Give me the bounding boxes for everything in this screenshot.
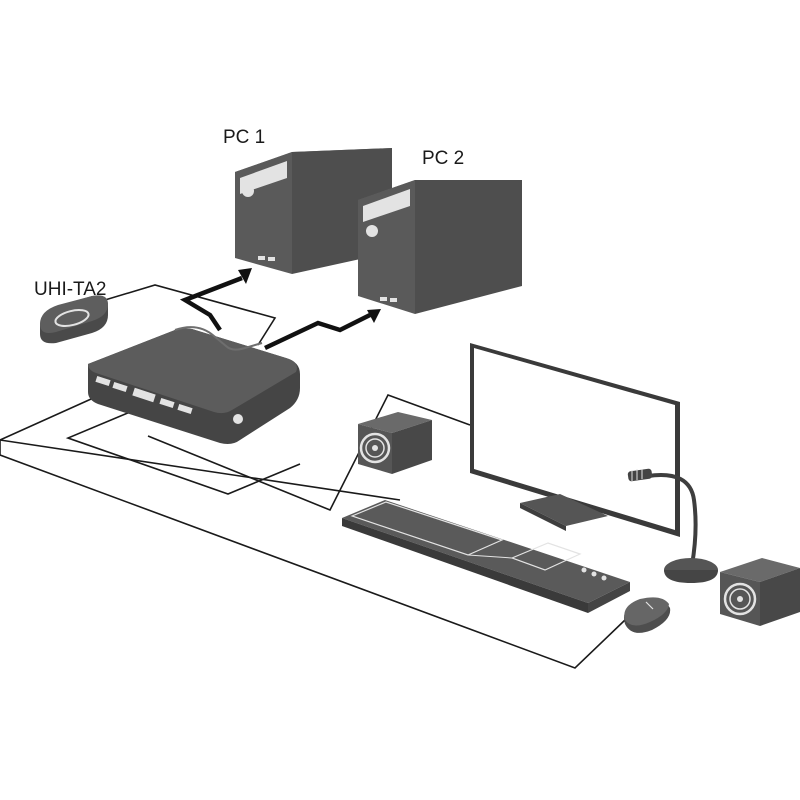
- speaker-left: [358, 412, 432, 474]
- cable-inner-loop: [65, 409, 301, 495]
- arrow-to-pc1: [238, 268, 252, 284]
- kvm-vga-port: [132, 387, 156, 403]
- kvm-switch: [88, 326, 300, 444]
- cable-outer-mouse-loop: [0, 440, 626, 669]
- keyboard-numpad: [510, 542, 582, 571]
- gooseneck-microphone: [627, 468, 718, 583]
- remote-button: [54, 309, 90, 327]
- uhi-ta2-remote: [40, 295, 108, 344]
- keyboard: [342, 500, 630, 613]
- pc1-power-button: [242, 185, 254, 197]
- monitor: [470, 343, 680, 537]
- mouse: [624, 597, 671, 633]
- usb-cable-pc1: [179, 275, 243, 332]
- arrow-to-pc2: [367, 309, 381, 323]
- monitor-screen: [474, 348, 675, 530]
- pc2-power-button: [366, 225, 378, 237]
- monitor-stand-base: [520, 494, 608, 526]
- pc2-label: PC 2: [422, 148, 465, 169]
- pc1-label: PC 1: [223, 127, 266, 148]
- speaker-right: [720, 558, 800, 626]
- pc2-tower: [358, 180, 522, 314]
- microphone-head: [627, 468, 653, 482]
- usb-cable-pc2: [264, 312, 372, 351]
- usb-cables: [179, 275, 372, 351]
- keyboard-main-keys: [350, 501, 504, 556]
- kvm-led: [233, 414, 243, 424]
- cable-outer-keyboard-loop: [0, 394, 401, 501]
- remote-label: UHI-TA2: [34, 279, 107, 300]
